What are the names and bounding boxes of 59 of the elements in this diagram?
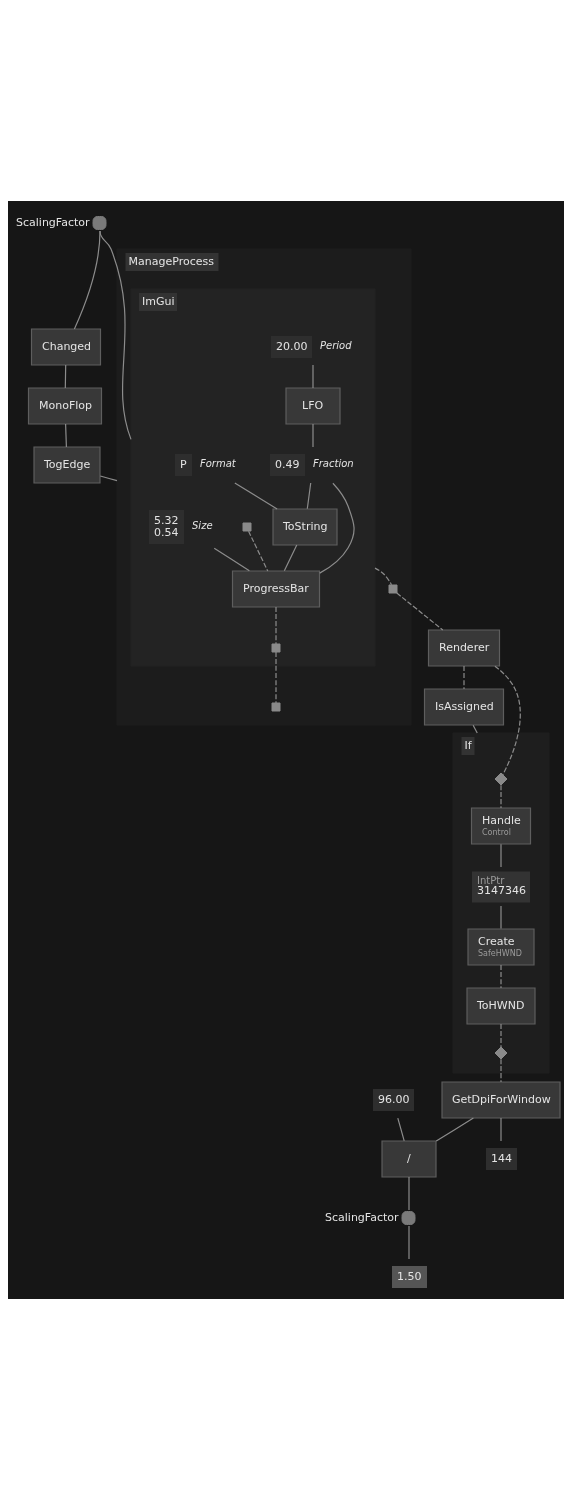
node-label: Size: [192, 519, 213, 531]
node-box: LFO: [285, 387, 341, 425]
node-label: ScalingFactor: [16, 215, 90, 229]
connector: [500, 784, 502, 809]
node-box: [388, 584, 398, 594]
connector: [99, 230, 132, 440]
node-box: MonoFlop: [27, 387, 103, 425]
connector: [500, 964, 502, 989]
connector: [500, 843, 502, 868]
connector: [500, 1117, 502, 1142]
node-box: /: [381, 1140, 437, 1178]
connector: [319, 482, 355, 574]
connector: [306, 482, 312, 510]
connector: [408, 1225, 410, 1260]
node-box: ProgressBar: [231, 570, 321, 608]
connector: [374, 567, 393, 586]
connector: [435, 1117, 474, 1142]
connector: [312, 364, 314, 389]
node-box: 144: [486, 1148, 517, 1170]
connector: [275, 606, 277, 645]
node-box: Handle Control: [470, 807, 532, 845]
node-label: Fraction: [313, 457, 354, 469]
connector: [500, 1023, 502, 1048]
node-label: Format: [200, 457, 236, 469]
connector: [275, 651, 277, 704]
node-box: TogEdge: [33, 446, 101, 484]
node-box: ToString: [272, 508, 338, 546]
node-box: IsAssigned: [423, 688, 505, 726]
node-box: Renderer: [427, 629, 501, 667]
node-box: Changed: [30, 328, 102, 366]
node-diamond: [494, 1046, 508, 1060]
node-box: GetDpiForWindow: [441, 1081, 561, 1119]
connector: [73, 230, 101, 330]
connector: [397, 1117, 405, 1142]
node-box: 96.00: [373, 1089, 414, 1111]
node-label: Period: [320, 339, 352, 351]
connector: [283, 544, 298, 572]
connector: [65, 423, 67, 448]
node-box: ToHWND: [466, 987, 536, 1025]
connector: [463, 665, 465, 690]
connector: [408, 1176, 410, 1211]
connector: [500, 1058, 502, 1083]
connector: [312, 423, 314, 448]
node-box: Create SafeHWND: [467, 928, 535, 966]
node-box: [271, 643, 281, 653]
connector: [234, 482, 278, 510]
connector: [64, 364, 67, 389]
connector: [500, 905, 502, 930]
connector: [213, 547, 250, 572]
connector: [472, 724, 478, 734]
node-diamond: [494, 772, 508, 786]
node-box: [242, 522, 252, 532]
node-label: ScalingFactor: [325, 1210, 399, 1224]
connector: [99, 475, 118, 482]
node-box: 1.50: [392, 1266, 427, 1288]
node-box: [271, 702, 281, 712]
connector: [396, 592, 444, 631]
connector: [247, 530, 269, 572]
connector: [494, 665, 521, 776]
